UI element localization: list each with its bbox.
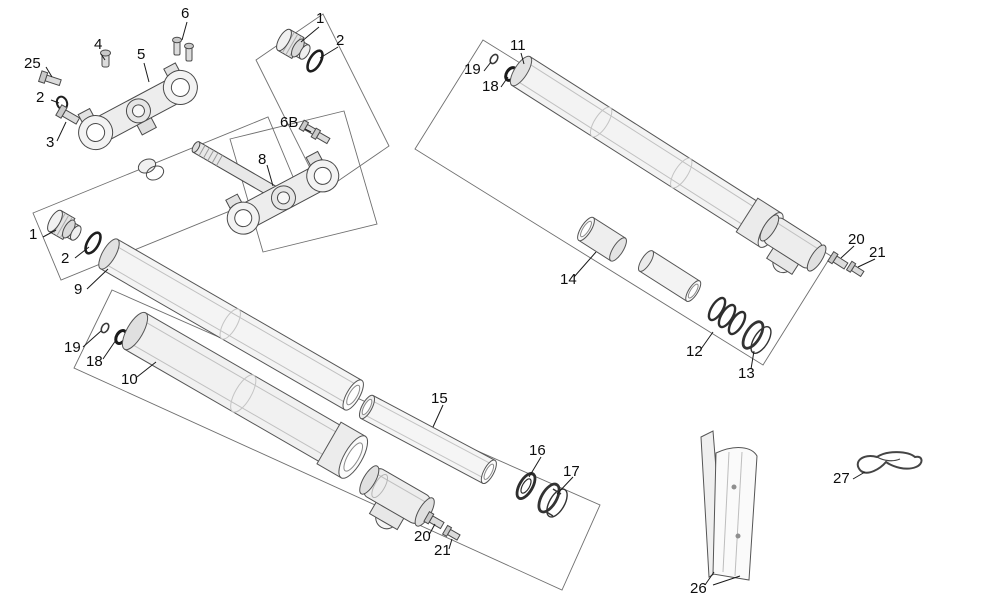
callout-4: 4 — [94, 36, 103, 53]
leader-line — [50, 99, 60, 104]
callout-16: 16 — [529, 442, 546, 459]
part-19-ring-left — [100, 322, 110, 334]
part-13-seal — [741, 320, 772, 354]
leader-line — [857, 258, 876, 268]
callout-18-left: 18 — [86, 353, 103, 370]
part-2-oring-left — [84, 231, 102, 255]
group-box-right-leg — [414, 39, 832, 366]
leader-line — [483, 61, 492, 72]
leader-line — [556, 476, 574, 495]
callout-9: 9 — [74, 281, 83, 298]
part-top-bolts-6 — [172, 36, 194, 62]
callout-19-left: 19 — [64, 339, 81, 356]
callout-1-left: 1 — [29, 226, 38, 243]
leader-line — [700, 331, 714, 350]
leader-line — [143, 62, 150, 83]
leader-line — [42, 229, 57, 238]
part-15-inner-tube — [358, 394, 497, 485]
leader-line — [712, 575, 741, 586]
callout-2-top: 2 — [336, 32, 345, 49]
callout-21-right: 21 — [869, 244, 886, 261]
leader-line — [520, 52, 525, 65]
leader-line — [319, 46, 339, 59]
part-17-seal — [537, 482, 568, 518]
part-3-bolt — [55, 104, 81, 125]
leader-line — [56, 121, 67, 142]
leader-line — [266, 164, 274, 187]
callout-27: 27 — [833, 470, 850, 487]
part-axle-lug-right — [759, 214, 827, 276]
part-21-bolt-right — [845, 260, 865, 278]
part-damper-tube-right — [638, 250, 702, 302]
part-6b-bolts — [298, 119, 331, 145]
leader-line — [528, 456, 542, 478]
part-7-spacer — [137, 158, 165, 181]
leader-line — [102, 339, 117, 360]
callout-19-right: 19 — [464, 61, 481, 78]
part-20-bolt-left — [423, 511, 445, 530]
part-19-ring-right — [489, 53, 499, 65]
leader-line — [181, 21, 188, 41]
leader-line — [136, 361, 157, 378]
part-10-outer-tube — [121, 311, 369, 479]
part-21-bolt-left — [441, 524, 461, 541]
callout-2-left: 2 — [61, 250, 70, 267]
leader-line — [100, 53, 106, 61]
callout-8: 8 — [258, 151, 267, 168]
part-4-fitting — [100, 49, 111, 68]
callout-5: 5 — [137, 46, 146, 63]
callout-21-left: 21 — [434, 542, 451, 559]
callout-12: 12 — [686, 343, 703, 360]
callout-1-top: 1 — [316, 10, 325, 27]
part-11-fork-leg-tube — [509, 55, 784, 248]
leader-line — [704, 571, 715, 586]
part-1-fork-cap-left — [47, 209, 82, 241]
callout-18-right: 18 — [482, 78, 499, 95]
callout-13: 13 — [738, 365, 755, 382]
leader-line — [573, 251, 597, 278]
leader-lines — [42, 21, 876, 586]
part-12-rings — [707, 296, 747, 336]
callout-14: 14 — [560, 271, 577, 288]
leader-line — [750, 350, 755, 370]
part-14-bushing — [577, 216, 627, 262]
callout-26: 26 — [690, 580, 707, 597]
part-axle-lug-left — [359, 465, 435, 531]
part-5-upper-triple-clamp — [77, 62, 198, 151]
callout-15: 15 — [431, 390, 448, 407]
leader-line — [86, 268, 109, 290]
leader-line — [852, 471, 866, 480]
leader-line — [300, 26, 320, 43]
leader-line — [500, 76, 509, 88]
part-16-seal — [515, 472, 537, 500]
leader-line — [840, 245, 855, 259]
part-9-fork-tube — [98, 238, 364, 411]
leader-line — [304, 128, 312, 133]
callout-20-left: 20 — [414, 528, 431, 545]
leader-line — [432, 404, 444, 428]
leader-line — [82, 330, 102, 348]
callout-25: 25 — [24, 55, 41, 72]
leader-line — [74, 246, 90, 259]
leader-line — [45, 66, 53, 78]
part-20-bolt-right — [827, 250, 849, 270]
part-1-fork-cap-top — [276, 28, 311, 60]
callout-2-clamp: 2 — [36, 89, 45, 106]
callout-3: 3 — [46, 134, 55, 151]
part-27-wire-clip — [856, 451, 923, 474]
callout-11: 11 — [510, 37, 526, 54]
part-2-oring-top — [306, 49, 324, 73]
callout-17: 17 — [563, 463, 580, 480]
part-8-lower-triple-clamp — [225, 150, 340, 235]
leader-line — [448, 538, 453, 550]
callout-6b: 6B — [280, 114, 299, 131]
part-25-bolt — [37, 70, 62, 87]
group-box-top-cap — [255, 13, 390, 193]
callout-20-right: 20 — [848, 231, 865, 248]
callout-6: 6 — [181, 5, 190, 22]
callout-10: 10 — [121, 371, 138, 388]
part-26-fork-guard — [700, 430, 758, 581]
leader-line — [428, 523, 436, 536]
